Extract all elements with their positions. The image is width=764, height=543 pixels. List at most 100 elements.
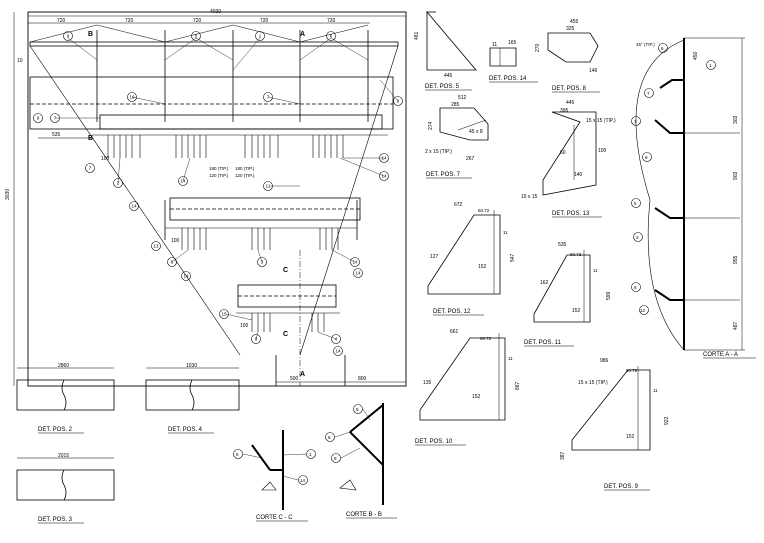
det-pos-3-title: DET. POS. 3 (38, 517, 73, 523)
corte-cc-plate (261, 481, 277, 491)
main-balloon-label: 8 (255, 337, 258, 342)
det-pos-11-d1: 535 (558, 242, 567, 248)
det-pos-12-d1: 672 (454, 202, 463, 208)
corte-bb-leader-5 (362, 408, 371, 421)
main-balloon-label: 6 (67, 34, 70, 39)
det-pos-9-d2: 15 x 15 (TIP.) (578, 380, 608, 386)
det-pos-7-title: DET. POS. 7 (426, 172, 461, 178)
dim-100-a: 100 (101, 156, 110, 162)
det-pos-3: 2015 DET. POS. 3 (16, 453, 115, 524)
dim-720-2: 720 (125, 18, 134, 24)
section-letter-b-top: B (88, 31, 93, 38)
det-pos-10-title: DET. POS. 10 (415, 439, 453, 445)
det-pos-11-shape (533, 254, 591, 323)
det-pos-11-d3: 152 (572, 308, 581, 314)
main-balloon-label: 3 (261, 260, 264, 265)
corte-cc-balloon-14 (298, 475, 308, 485)
main-balloon-label: 9 (37, 116, 40, 121)
tip-2: 120 (TIP.) (209, 173, 229, 178)
det-pos-12: 672 127 152 547 60.72 11 DET. POS. 12 (427, 202, 516, 316)
corte-cc-balloon-14-label: 14 (300, 478, 306, 483)
main-balloon-label: 14 (381, 174, 387, 179)
det-pos-10-d4: 60.72 (480, 336, 492, 341)
main-balloon-label: 14 (381, 156, 387, 161)
det-pos-7-slot (457, 119, 487, 131)
corte-aa-arm-2 (654, 119, 684, 134)
det-pos-11: 535 162 152 60.72 11 599 DET. POS. 11 (524, 242, 612, 347)
corte-bb-balloon-6 (325, 432, 335, 442)
det-pos-8: 455 325 146 270 DET. POS. 8 (535, 19, 600, 93)
det-pos-8-d4: 270 (535, 43, 541, 52)
det-pos-12-title: DET. POS. 12 (433, 309, 471, 315)
dim-bottom-left: 500 (290, 376, 299, 382)
det-pos-9-d4: 60.72 (626, 368, 638, 373)
det-pos-8-d2: 325 (566, 26, 575, 32)
det-pos-5-title: DET. POS. 5 (425, 84, 460, 90)
det-pos-12-d4: 547 (510, 253, 516, 262)
corte-bb-leader-6 (334, 431, 351, 438)
det-pos-9-title: DET. POS. 9 (604, 484, 639, 490)
det-pos-10-d2: 135 (423, 380, 432, 386)
det-pos-3-dim: 2015 (58, 453, 69, 459)
corte-aa-balloon-8: 8 (645, 155, 648, 160)
dim-100-b: 100 (171, 238, 180, 244)
corte-cc-title: CORTE C - C (256, 515, 293, 521)
det-pos-13-d6: 140 (574, 172, 583, 178)
det-pos-14: 11 165 DET. POS. 14 (489, 40, 538, 83)
det-pos-10: 661 135 152 60.72 11 867 DET. POS. 10 (415, 329, 521, 446)
det-pos-8-d1: 455 (570, 19, 579, 25)
det-pos-9-d6: 922 (664, 416, 670, 425)
main-view: 4030 720 720 720 720 720 3030 10 (5, 9, 407, 387)
corte-aa-balloon-5: 5 (634, 201, 637, 206)
corte-bb-title: CORTE B - B (346, 512, 382, 518)
corte-cc-leader-14 (282, 475, 299, 481)
corte-bb-balloon-6-label: 6 (328, 435, 331, 440)
det-pos-11-d5: 11 (593, 268, 598, 273)
band-1 (29, 76, 394, 130)
det-pos-11-d2: 162 (540, 280, 549, 286)
det-pos-13-d3: 15 x 15 (TIP.) (586, 118, 616, 124)
dim-720-3: 720 (193, 18, 202, 24)
corte-aa-d5: 487 (733, 321, 739, 330)
det-pos-7-d2: 285 (451, 102, 460, 108)
corte-bb-brace-lower (349, 431, 384, 466)
corte-aa-angle: 45° (TIP.) (636, 42, 655, 47)
corte-cc-balloon-6-label: 6 (236, 452, 239, 457)
det-pos-4-plate (145, 379, 240, 411)
det-pos-13-d5: 100 (598, 148, 607, 154)
corte-aa-balloons (631, 43, 716, 315)
corte-aa-balloon-7: 7 (647, 91, 650, 96)
ribs-band-3 (251, 313, 325, 332)
corte-aa-balloon-1: 1 (709, 63, 712, 68)
main-balloon-label: 11 (266, 184, 271, 189)
main-balloon-label: 10 (129, 95, 135, 100)
det-pos-9-d3: 152 (626, 434, 635, 440)
main-view-frame (27, 11, 407, 387)
det-pos-7-shape (439, 107, 489, 141)
main-balloon-label: 14 (335, 349, 341, 354)
det-pos-2: 2860 DET. POS. 2 (16, 363, 115, 434)
det-pos-5-d1: 481 (414, 31, 420, 40)
dim-720-1: 720 (57, 18, 66, 24)
det-pos-13-d4: 60 (560, 150, 566, 156)
det-pos-2-dim: 2860 (58, 363, 69, 369)
det-pos-9-d1: 986 (600, 358, 609, 364)
det-pos-9-d7: 387 (560, 451, 566, 460)
det-pos-13-shape (542, 111, 597, 196)
section-letter-a-top: A (300, 31, 305, 38)
corte-bb-balloon-8-label: 8 (334, 456, 337, 461)
det-pos-13-title: DET. POS. 13 (552, 211, 590, 217)
section-letter-c-low: C (283, 331, 288, 338)
det-pos-8-shape (547, 32, 599, 63)
main-balloon-label: 7 (89, 166, 92, 171)
det-pos-7-d4: 2 x 15 (TIP.) (425, 149, 452, 155)
corte-aa-balloon-6a: 6 (661, 46, 664, 51)
det-pos-9-d5: 11 (653, 388, 658, 393)
main-balloon-label: 2 (117, 181, 120, 186)
det-pos-12-d2: 127 (430, 254, 439, 260)
band-1-flange (99, 114, 383, 130)
main-balloon-label: 14 (180, 179, 186, 184)
det-pos-4-title: DET. POS. 4 (168, 427, 203, 433)
